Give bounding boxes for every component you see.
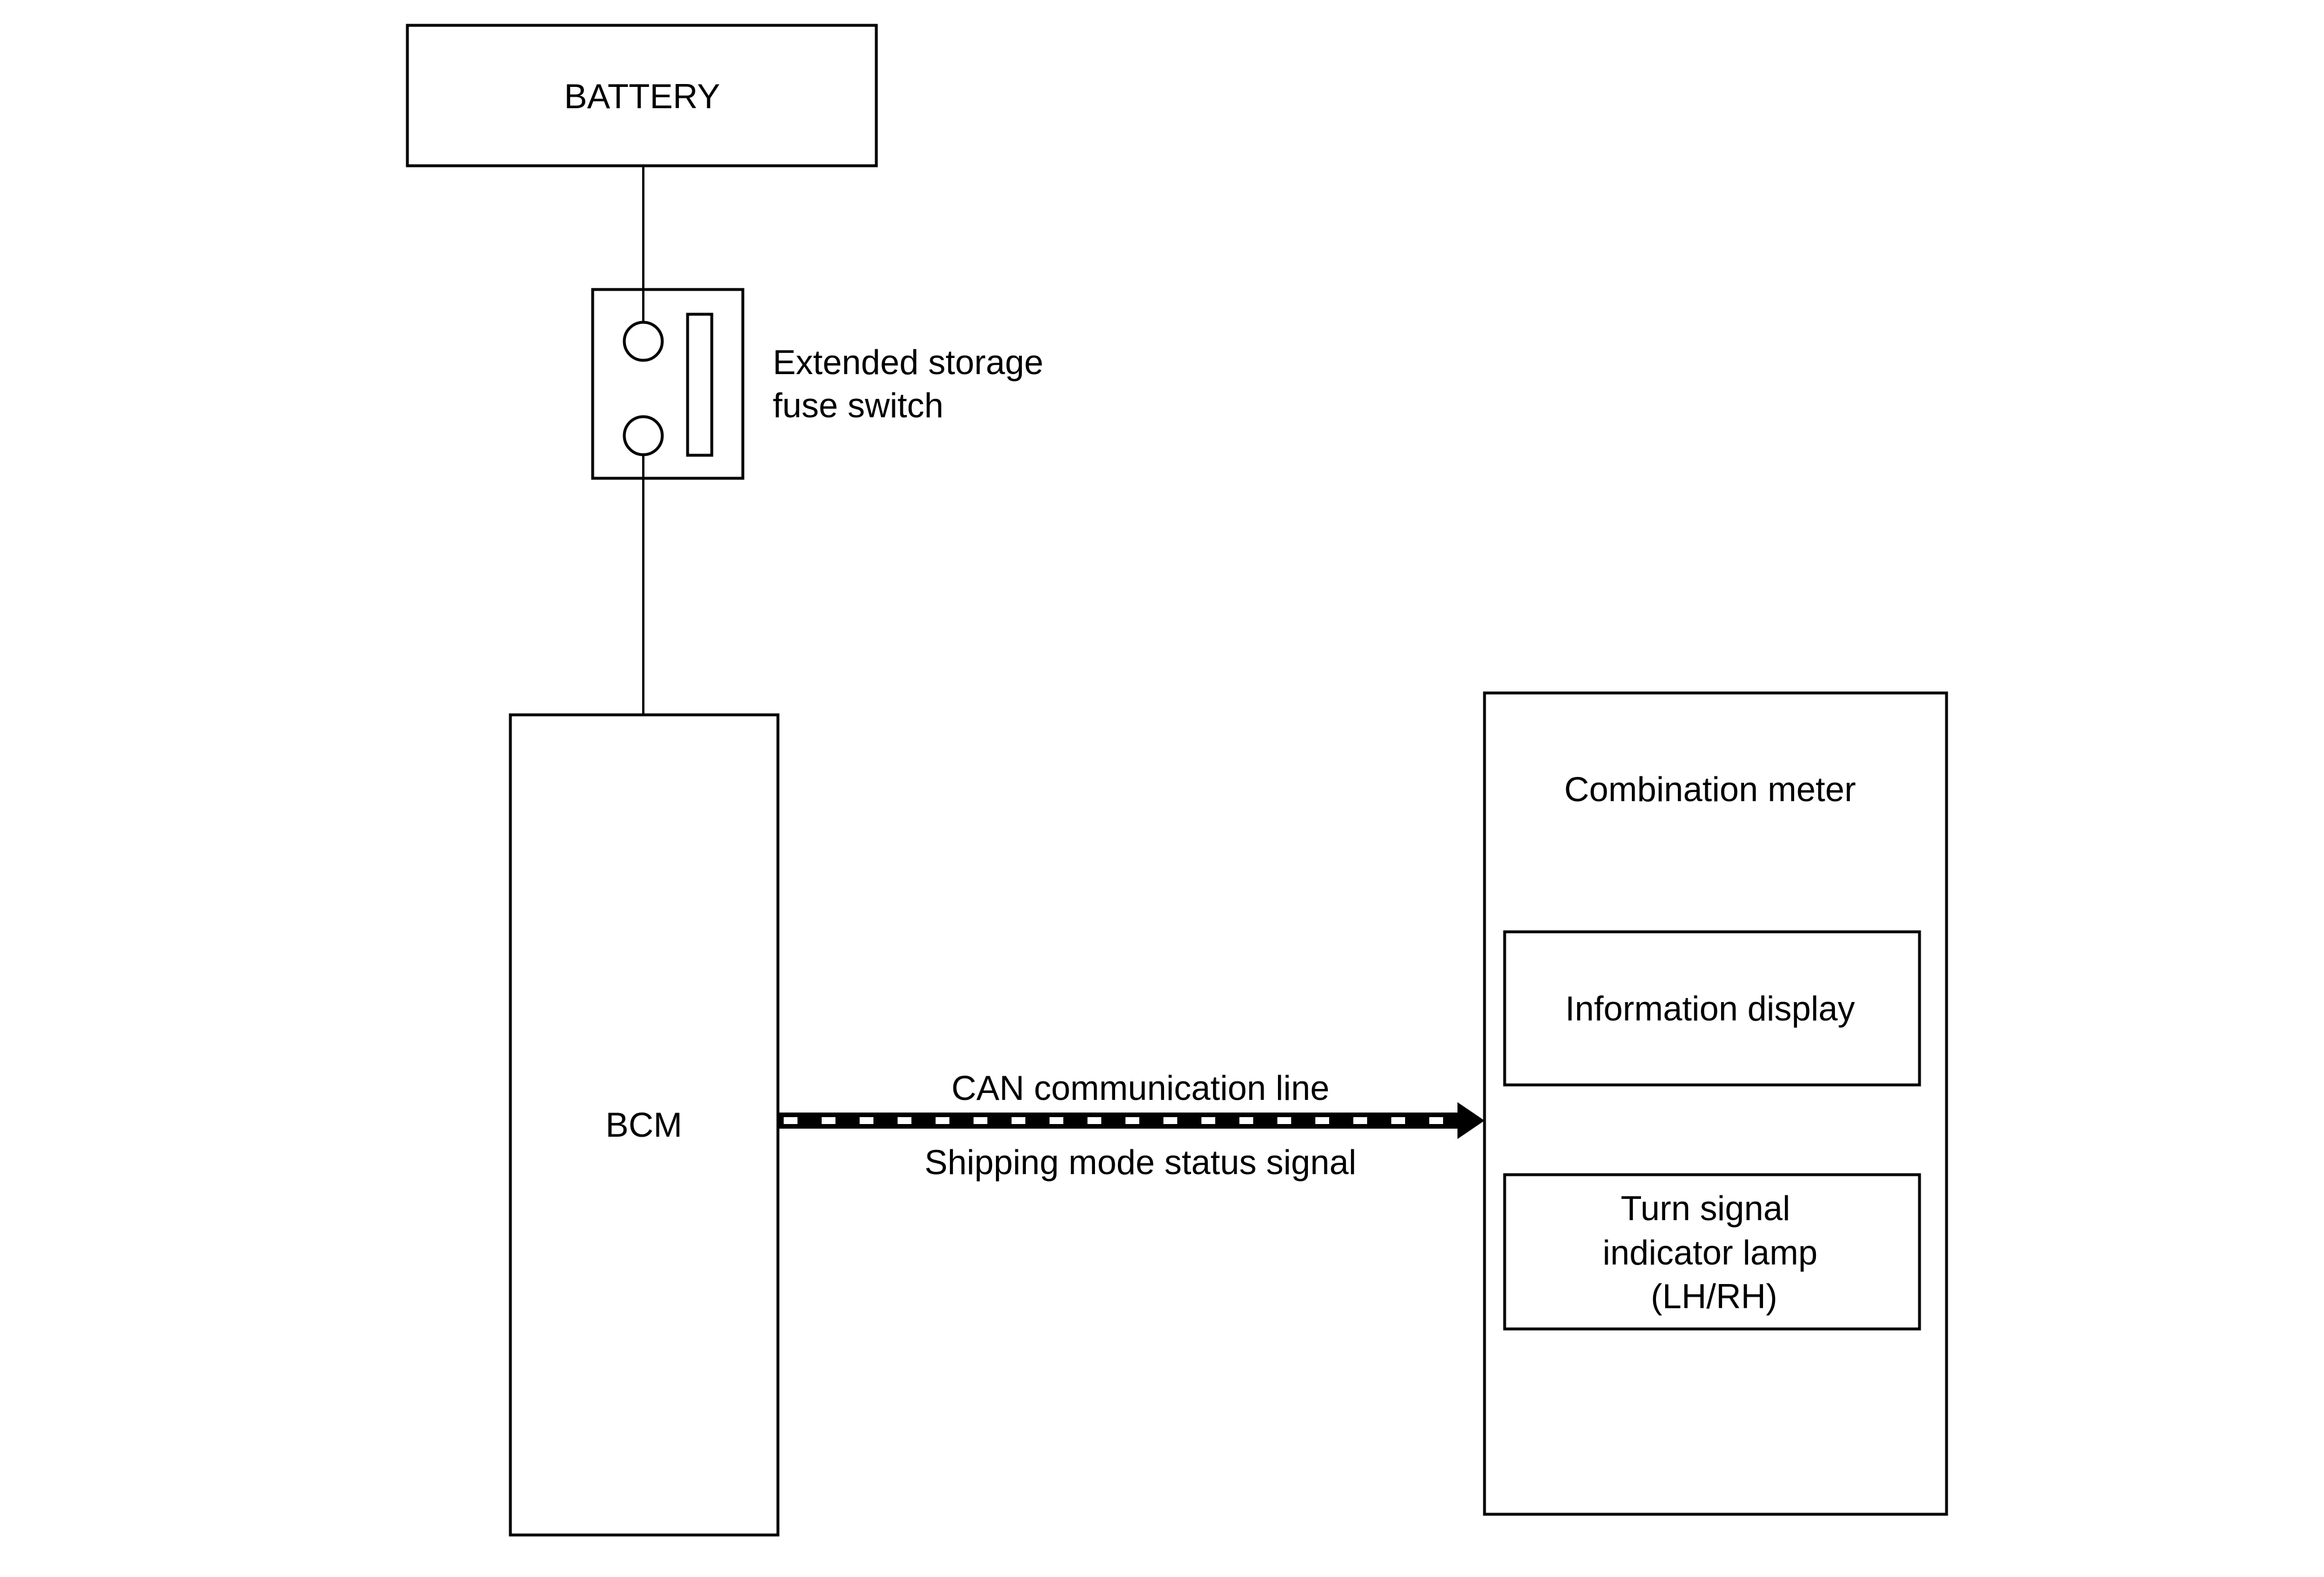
- can-line-label: CAN communication line: [952, 1069, 1330, 1107]
- can-communication-line: [778, 1102, 1485, 1139]
- fuse-terminal-top: [623, 321, 664, 362]
- can-line-arrowhead: [1457, 1102, 1485, 1139]
- information-display-label: Information display: [1565, 989, 1855, 1028]
- fuse-terminal-bottom: [623, 415, 664, 456]
- shipping-mode-signal-label: Shipping mode status signal: [925, 1143, 1356, 1182]
- turn-signal-lamp-label-line3: (LH/RH): [1651, 1277, 1777, 1316]
- bcm-label: BCM: [605, 1106, 682, 1144]
- extended-storage-fuse-switch: [591, 288, 745, 480]
- fuse-element: [686, 313, 713, 457]
- combination-meter-label: Combination meter: [1564, 770, 1856, 809]
- turn-signal-lamp-label-line1: Turn signal: [1621, 1189, 1791, 1228]
- battery-box: [406, 24, 878, 167]
- battery-label: BATTERY: [564, 77, 720, 116]
- combination-meter-box: [1483, 691, 1948, 1516]
- information-display-box: [1503, 930, 1921, 1087]
- fuse-switch-label-line1: Extended storage: [773, 343, 1043, 382]
- turn-signal-lamp-box: [1503, 1173, 1921, 1331]
- fuse-switch-label-line2: fuse switch: [773, 386, 944, 425]
- turn-signal-lamp-label-line2: indicator lamp: [1602, 1233, 1818, 1272]
- can-line-body: [778, 1113, 1457, 1129]
- fuse-switch-housing: [591, 288, 745, 480]
